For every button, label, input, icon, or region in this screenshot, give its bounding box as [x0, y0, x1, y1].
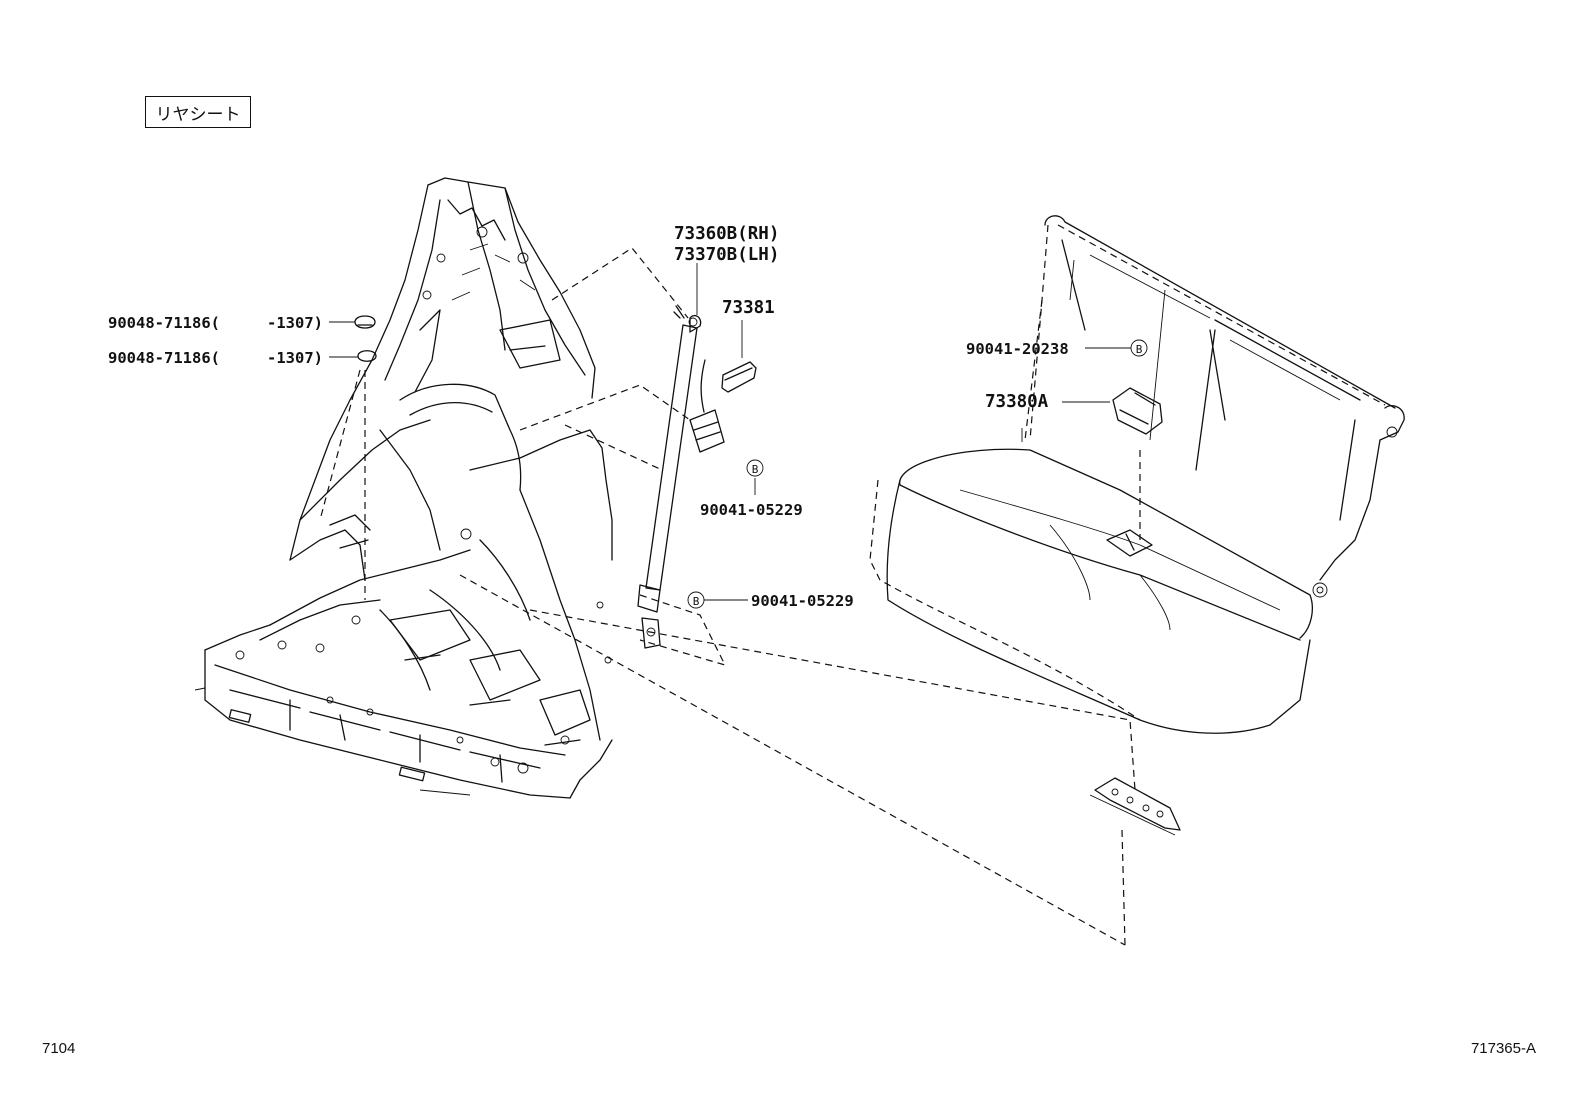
label-grommet-1-part: 90048-71186( [108, 314, 220, 332]
label-cover: 73381 [722, 298, 775, 318]
callout-b-upper: B [746, 459, 764, 477]
footer-drawing-code: 717365-A [1471, 1040, 1536, 1057]
label-bolt-lower: 90041-05229 [751, 592, 854, 610]
label-buckle: 73380A [985, 392, 1049, 412]
label-grommet-2-part: 90048-71186( [108, 349, 220, 367]
section-title: リヤシート [145, 96, 251, 128]
reference-dashed-lines [459, 247, 1141, 946]
body-structure-drawing [194, 177, 613, 799]
label-belt-lh: 73370B(LH) [674, 245, 779, 265]
seat-belt-drawing [637, 305, 757, 649]
svg-text:B: B [693, 595, 700, 608]
footer-page-code: 7104 [42, 1040, 75, 1057]
callout-b-lower: B [687, 591, 705, 609]
svg-text:B: B [1136, 343, 1143, 356]
leader-lines [696, 263, 1131, 601]
rear-seat-drawing [869, 215, 1405, 836]
callout-b-center: B [1130, 339, 1148, 357]
label-grommet-1-range: -1307) [267, 314, 323, 332]
label-bolt-center: 90041-20238 [966, 340, 1069, 358]
grommet-icon [329, 315, 377, 362]
label-bolt-upper: 90041-05229 [700, 501, 803, 519]
label-belt-rh: 73360B(RH) [674, 224, 779, 244]
svg-text:B: B [752, 463, 759, 476]
label-grommet-2-range: -1307) [267, 349, 323, 367]
